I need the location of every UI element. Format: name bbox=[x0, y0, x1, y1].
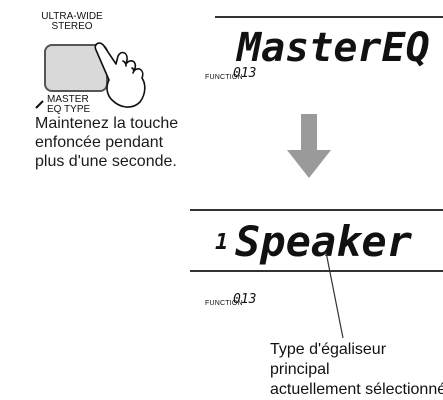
pressing-hand-icon bbox=[94, 42, 146, 108]
down-arrow-icon bbox=[287, 114, 331, 178]
pencil-icon bbox=[35, 100, 44, 109]
button-bottom-label: MASTER EQ TYPE bbox=[35, 95, 90, 115]
display-main-text: MasterEQ bbox=[237, 25, 430, 71]
display-top-border bbox=[215, 16, 443, 18]
display-top-border-after bbox=[190, 209, 443, 211]
instruction-line2: enfoncée pendant bbox=[35, 134, 164, 151]
caption-line1: Type d'égaliseur principal bbox=[270, 341, 387, 378]
display-prefix: 1 bbox=[215, 230, 229, 255]
button-bottom-label-line1: MASTER bbox=[47, 94, 89, 105]
function-label-after: FUNCTION bbox=[205, 300, 243, 307]
button-top-label-line2: STEREO bbox=[51, 21, 93, 32]
function-label: FUNCTION bbox=[205, 74, 243, 81]
button-bottom-label-line2: EQ TYPE bbox=[47, 104, 91, 115]
display-main-text-after: Speaker bbox=[235, 217, 413, 266]
function-value-after: 013 bbox=[233, 292, 257, 307]
instruction-line3: plus d'une seconde. bbox=[35, 153, 177, 170]
caption-text: Type d'égaliseur principal actuellement … bbox=[270, 340, 443, 400]
function-value: 013 bbox=[233, 66, 257, 81]
button-top-label: ULTRA-WIDE STEREO bbox=[32, 12, 112, 32]
caption-line2: actuellement sélectionné bbox=[270, 381, 443, 398]
display-bottom-border-after bbox=[190, 270, 443, 272]
instruction-line1: Maintenez la touche bbox=[35, 115, 179, 132]
instruction-text: Maintenez la touche enfoncée pendant plu… bbox=[35, 114, 210, 171]
button-top-label-line1: ULTRA-WIDE bbox=[41, 11, 103, 22]
